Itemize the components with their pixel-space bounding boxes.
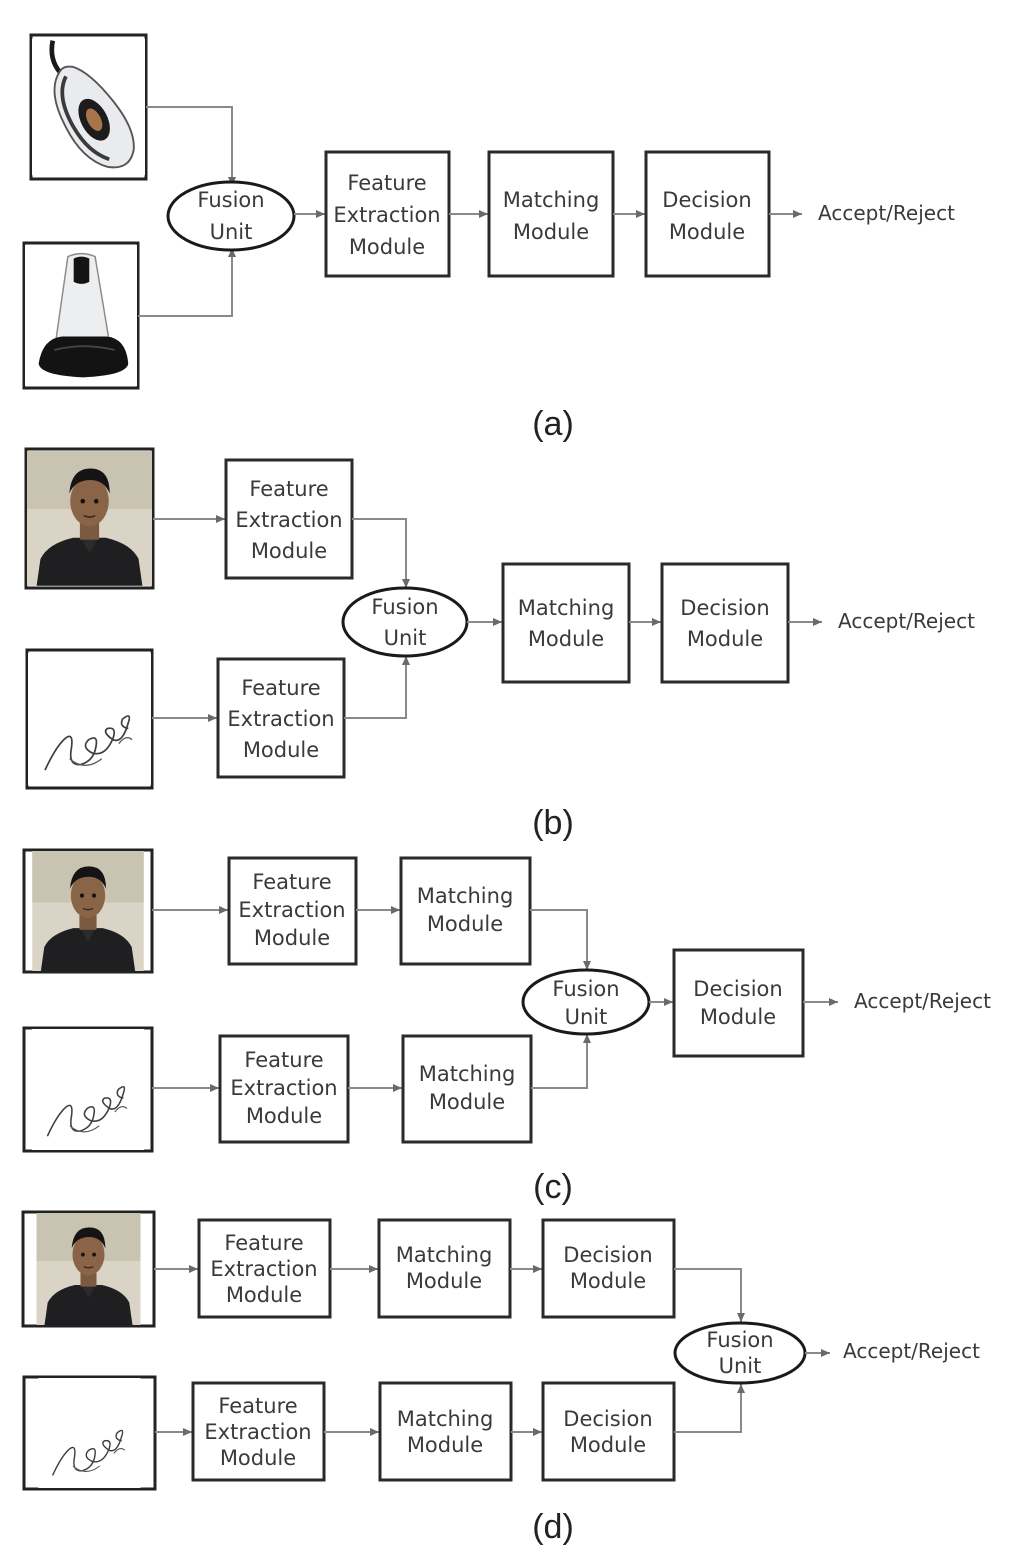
standing-fingerprint-scanner-image	[25, 244, 137, 387]
mouse-fingerprint-scanner-image	[32, 39, 145, 176]
caption-c: (c)	[533, 1168, 573, 1206]
feature-label-line2: Extraction	[204, 1420, 311, 1444]
panel-a: Fusion Unit Feature Extraction Module Ma…	[22, 33, 955, 443]
decision-label-line1: Decision	[662, 188, 751, 212]
feature-extraction-module-face	[227, 856, 358, 966]
output-label: Accept/Reject	[854, 989, 991, 1013]
face-photo	[31, 851, 145, 971]
matching-module-signature	[378, 1381, 513, 1482]
fusion-label-line1: Fusion	[552, 977, 619, 1001]
decision-label-line2: Module	[570, 1269, 646, 1293]
signature-image	[37, 1378, 142, 1488]
fusion-label-line1: Fusion	[371, 595, 438, 619]
feature-label-line1: Feature	[347, 171, 426, 195]
matching-label-line2: Module	[528, 627, 604, 651]
caption-d: (d)	[532, 1508, 574, 1546]
caption-b: (b)	[532, 804, 574, 842]
face-photo	[27, 450, 152, 587]
signature-image	[28, 651, 151, 787]
feature-label-line1: Feature	[241, 676, 320, 700]
matching-label-line1: Matching	[396, 1243, 493, 1267]
fusion-label-line2: Unit	[384, 626, 427, 650]
decision-label-line1: Decision	[563, 1243, 652, 1267]
caption-a: (a)	[532, 405, 574, 443]
matching-label-line2: Module	[427, 912, 503, 936]
output-label: Accept/Reject	[838, 609, 975, 633]
matching-label-line2: Module	[406, 1269, 482, 1293]
connector	[674, 1384, 745, 1433]
feature-label-line2: Extraction	[238, 898, 345, 922]
connector	[146, 106, 236, 186]
decision-label-line2: Module	[669, 220, 745, 244]
feature-label-line3: Module	[251, 539, 327, 563]
fusion-label-line2: Unit	[210, 220, 253, 244]
matching-label-line1: Matching	[417, 884, 514, 908]
connector	[530, 909, 591, 970]
connector	[531, 1034, 591, 1089]
face-photo	[35, 1213, 142, 1325]
feature-label-line3: Module	[220, 1446, 296, 1470]
connector	[674, 1268, 745, 1322]
matching-module	[501, 562, 631, 684]
connector	[352, 518, 410, 588]
feature-label-line3: Module	[226, 1283, 302, 1307]
matching-module-face	[399, 856, 532, 966]
matching-module-face	[377, 1218, 512, 1319]
feature-label-line3: Module	[246, 1104, 322, 1128]
feature-extraction-module-signature	[191, 1381, 326, 1482]
fusion-unit	[166, 180, 296, 252]
feature-label-line3: Module	[243, 738, 319, 762]
connector	[344, 656, 410, 719]
feature-label-line2: Extraction	[230, 1076, 337, 1100]
fusion-label-line2: Unit	[565, 1005, 608, 1029]
matching-module-signature	[401, 1034, 533, 1144]
fusion-label-line2: Unit	[719, 1354, 762, 1378]
decision-module	[672, 948, 805, 1058]
matching-label-line2: Module	[513, 220, 589, 244]
feature-extraction-module-face	[224, 458, 354, 580]
feature-label-line3: Module	[349, 235, 425, 259]
decision-label-line1: Decision	[563, 1407, 652, 1431]
decision-module-signature	[541, 1381, 676, 1482]
feature-label-line1: Feature	[218, 1394, 297, 1418]
feature-extraction-module-signature	[216, 657, 346, 779]
output-label: Accept/Reject	[818, 201, 955, 225]
feature-label-line2: Extraction	[210, 1257, 317, 1281]
feature-label-line2: Extraction	[333, 203, 440, 227]
output-label: Accept/Reject	[843, 1339, 980, 1363]
decision-label-line2: Module	[570, 1433, 646, 1457]
decision-label-line2: Module	[687, 627, 763, 651]
matching-label-line2: Module	[429, 1090, 505, 1114]
matching-label-line1: Matching	[397, 1407, 494, 1431]
matching-label-line2: Module	[407, 1433, 483, 1457]
decision-label-line1: Decision	[680, 596, 769, 620]
feature-extraction-module-face	[197, 1218, 332, 1319]
feature-label-line2: Extraction	[235, 508, 342, 532]
feature-label-line1: Feature	[244, 1048, 323, 1072]
feature-label-line2: Extraction	[227, 707, 334, 731]
decision-module	[644, 150, 771, 278]
matching-label-line1: Matching	[518, 596, 615, 620]
panel-b: Feature Extraction Module Feature Extrac…	[24, 447, 975, 842]
fusion-label-line1: Fusion	[706, 1328, 773, 1352]
feature-extraction-module	[324, 150, 451, 278]
decision-module	[660, 562, 790, 684]
panel-c: Feature Extraction Module Matching Modul…	[22, 848, 991, 1206]
matching-module	[487, 150, 615, 278]
matching-label-line1: Matching	[503, 188, 600, 212]
matching-label-line1: Matching	[419, 1062, 516, 1086]
feature-label-line1: Feature	[252, 870, 331, 894]
feature-label-line1: Feature	[249, 477, 328, 501]
feature-label-line1: Feature	[224, 1231, 303, 1255]
decision-label-line1: Decision	[693, 977, 782, 1001]
connector	[138, 248, 236, 317]
panel-d: Feature Extraction Module Matching Modul…	[21, 1210, 980, 1546]
signature-image	[30, 1029, 146, 1150]
decision-label-line2: Module	[700, 1005, 776, 1029]
fusion-label-line1: Fusion	[197, 188, 264, 212]
feature-label-line3: Module	[254, 926, 330, 950]
